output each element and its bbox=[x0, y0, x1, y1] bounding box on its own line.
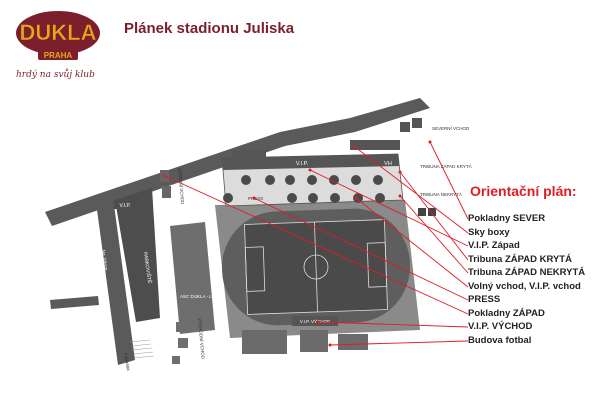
svg-text:V.I.P.: V.I.P. bbox=[119, 203, 130, 209]
left-road bbox=[95, 190, 135, 365]
legend-item: V.I.P. VÝCHOD bbox=[468, 321, 533, 332]
legend-item: Pokladny ZÁPAD bbox=[468, 307, 545, 319]
football-pitch bbox=[244, 219, 388, 315]
legend-item: PRESS bbox=[468, 294, 501, 305]
svg-text:VÝCHODNÍ VCHOD: VÝCHODNÍ VCHOD bbox=[197, 318, 207, 360]
legend-list: Pokladny SEVER Sky boxy V.I.P. Západ Tri… bbox=[468, 212, 585, 347]
svg-text:SEVERNÍ VCHOD: SEVERNÍ VCHOD bbox=[432, 125, 470, 131]
svg-text:ZÁPADNÍ VCHOD: ZÁPADNÍ VCHOD bbox=[177, 168, 186, 206]
page-title: Plánek stadionu Juliska bbox=[124, 20, 295, 37]
legend-item: Tribuna ZÁPAD NEKRYTÁ bbox=[468, 267, 586, 278]
asc-building bbox=[170, 222, 215, 334]
parking-block bbox=[115, 188, 160, 322]
svg-text:VH: VH bbox=[384, 161, 392, 167]
svg-text:TRIBUNA ZÁPAD KRYTÁ: TRIBUNA ZÁPAD KRYTÁ bbox=[420, 163, 472, 169]
svg-text:Na Eruslavce: Na Eruslavce bbox=[119, 148, 146, 161]
legend-item: Tribuna ZÁPAD KRYTÁ bbox=[468, 253, 572, 265]
leader-lines bbox=[164, 141, 469, 346]
svg-text:V.I.P.: V.I.P. bbox=[296, 161, 309, 167]
svg-text:PRAHA: PRAHA bbox=[44, 51, 73, 60]
legend-item: V.I.P. Západ bbox=[468, 240, 520, 251]
legend-item: Pokladny SEVER bbox=[468, 213, 546, 224]
svg-text:Na Julisce: Na Julisce bbox=[101, 249, 109, 271]
legend-item: Sky boxy bbox=[468, 226, 510, 238]
svg-text:V.I.P. VÝCHOD: V.I.P. VÝCHOD bbox=[300, 318, 331, 324]
legend-item: Volný vchod, V.I.P. vchod bbox=[468, 280, 581, 292]
legend-item: Budova fotbal bbox=[468, 334, 532, 346]
logo-tagline: hrdý na svůj klub bbox=[16, 70, 95, 80]
svg-text:ASC DUKLA - LÁZNĚ: ASC DUKLA - LÁZNĚ bbox=[180, 292, 224, 299]
bottom-road bbox=[50, 296, 99, 309]
svg-text:TRIBUNA NEKRYTÁ: TRIBUNA NEKRYTÁ bbox=[420, 191, 462, 197]
svg-text:Podbaba: Podbaba bbox=[123, 352, 131, 371]
dukla-logo: DUKLA PRAHA bbox=[16, 11, 100, 60]
svg-text:DUKLA: DUKLA bbox=[20, 20, 97, 45]
legend-title: Orientační plán: bbox=[470, 183, 577, 199]
